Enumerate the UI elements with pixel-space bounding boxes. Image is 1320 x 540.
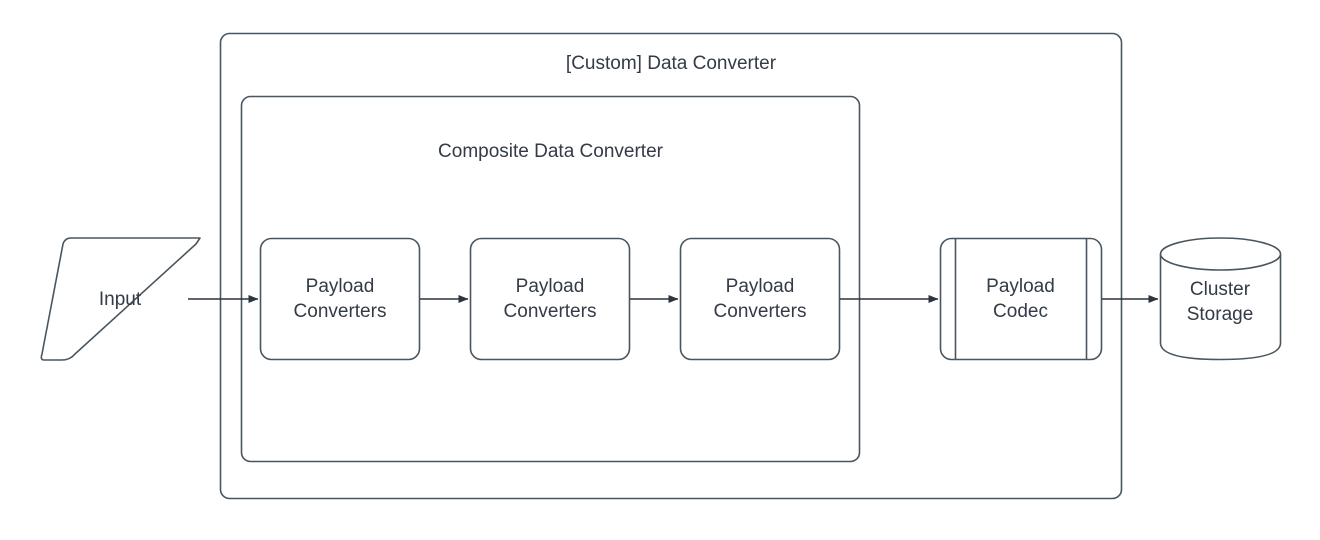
- container-composite-data-converter-label: Composite Data Converter: [438, 141, 663, 162]
- node-payload-converters-3-shape[interactable]: [679, 237, 841, 361]
- node-payload-converters-1-shape[interactable]: [259, 237, 421, 361]
- node-payload-codec-shape[interactable]: [939, 237, 1103, 361]
- node-payload-converters-2-shape[interactable]: [469, 237, 631, 361]
- node-cluster-storage-shape[interactable]: [1159, 237, 1282, 361]
- container-custom-data-converter-label: [Custom] Data Converter: [565, 53, 777, 74]
- node-input-shape[interactable]: [40, 237, 201, 361]
